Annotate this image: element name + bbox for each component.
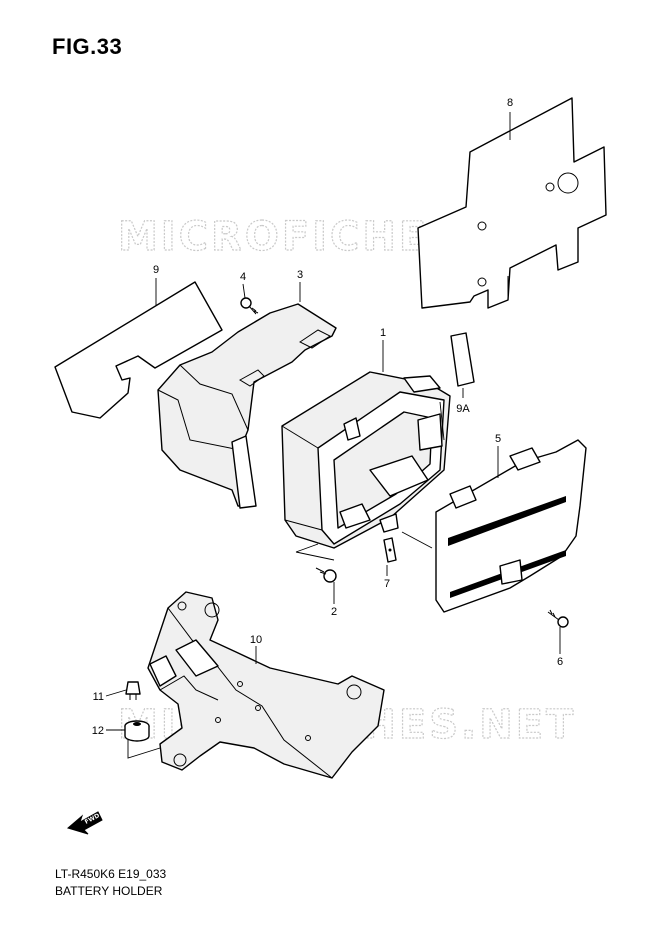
part-6-screw [547,609,569,628]
figure-caption: BATTERY HOLDER [55,884,163,898]
fwd-arrow-icon: FWD [66,811,103,835]
callout-1: 1 [380,327,386,339]
part-9a-pad [450,332,475,387]
callout-9: 9 [153,264,159,276]
part-11-bolt [125,681,141,700]
part-9-sheet [54,281,223,419]
part-5-lid [435,439,587,613]
callout-9a: 9A [456,403,470,415]
callout-5: 5 [495,433,501,445]
callout-2: 2 [331,606,337,618]
part-7-clip [383,537,397,563]
part-1-battery-box [281,371,451,549]
callout-10: 10 [250,634,262,646]
part-2-bolt [315,567,337,583]
part-12-grommet [124,720,150,742]
part-3-cover [157,303,337,509]
callout-7: 7 [384,578,390,590]
figure-title: FIG.33 [52,34,123,59]
part-8-sheet [417,97,607,309]
callout-12: 12 [92,725,104,737]
part-10-bracket [147,591,385,779]
model-code: LT-R450K6 E19_033 [55,867,167,881]
callout-6: 6 [557,656,563,668]
callout-8: 8 [507,97,513,109]
callout-11: 11 [93,691,104,703]
callout-3: 3 [297,269,303,281]
part-4-screw [240,297,259,315]
callout-4: 4 [240,271,246,283]
